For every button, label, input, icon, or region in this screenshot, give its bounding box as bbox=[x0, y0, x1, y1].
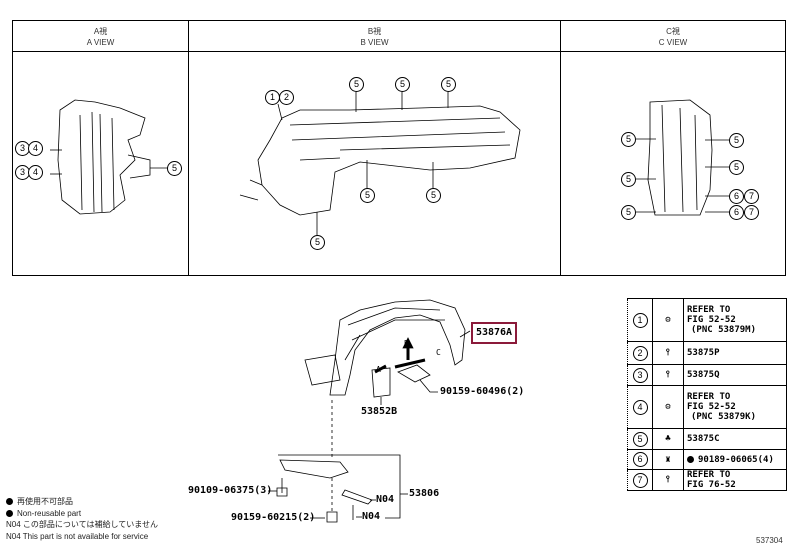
view-a-jp: A視 bbox=[93, 27, 108, 36]
non-reusable-icon bbox=[687, 455, 694, 463]
note-n04-en: N04 This part is not available for servi… bbox=[6, 531, 149, 541]
legend-notes: 再使用不可部品 Non-reusable part N04 この部品については補… bbox=[6, 496, 158, 542]
callout-7: 7 bbox=[744, 189, 759, 204]
part-number[interactable]: 53875C bbox=[683, 428, 787, 450]
note-n04-jp: N04 この部品については補給していません bbox=[6, 520, 159, 529]
callout-6: 6 bbox=[729, 205, 744, 220]
view-b-en: B VIEW bbox=[360, 38, 389, 47]
callout-5: 5 bbox=[441, 77, 456, 92]
c-view-liner-drawing bbox=[636, 99, 729, 216]
view-c-jp: C視 bbox=[666, 27, 680, 36]
views-panel: A視 A VIEW B視 B VIEW C視 C VIEW bbox=[12, 20, 786, 276]
callout-7: 7 bbox=[744, 205, 759, 220]
divider bbox=[188, 21, 189, 275]
callout-5: 5 bbox=[729, 133, 744, 148]
part-53806-label[interactable]: 53806 bbox=[409, 488, 440, 499]
clip-icon: ⚙ bbox=[652, 298, 684, 342]
callout-6: 6 bbox=[729, 189, 744, 204]
table-row: 2⫯53875P bbox=[627, 341, 787, 365]
a-view-liner-drawing bbox=[50, 99, 168, 215]
callout-5: 5 bbox=[621, 205, 636, 220]
view-header-a: A視 A VIEW bbox=[13, 21, 188, 52]
note-jp: 再使用不可部品 bbox=[17, 497, 73, 506]
direction-b-label: B bbox=[404, 339, 409, 348]
row-number: 7 bbox=[632, 472, 648, 488]
row-number: 2 bbox=[632, 345, 648, 361]
direction-c-label: C bbox=[436, 348, 441, 357]
n04-label: N04 bbox=[362, 511, 381, 522]
ref-line: REFER TO bbox=[687, 392, 731, 402]
clip-icon: ♣ bbox=[652, 428, 684, 450]
b-view-liner-drawing bbox=[239, 92, 521, 235]
part-53876A-link[interactable]: 53876A bbox=[471, 322, 517, 344]
row-number: 1 bbox=[632, 312, 648, 328]
callout-5: 5 bbox=[310, 235, 325, 250]
callout-5: 5 bbox=[167, 161, 182, 176]
ref-line: FIG 52-52 bbox=[687, 315, 736, 325]
table-row: 5♣53875C bbox=[627, 428, 787, 450]
table-row: 6 ♜ 90189-06065(4) bbox=[627, 449, 787, 470]
row-number: 5 bbox=[632, 431, 648, 447]
part-90159-60215-label[interactable]: 90159-60215(2) bbox=[231, 512, 316, 523]
figure-number: 537304 bbox=[756, 536, 783, 545]
ref-line: REFER TO bbox=[687, 305, 731, 315]
view-b-jp: B視 bbox=[367, 27, 382, 36]
ref-line: FIG 76-52 bbox=[687, 480, 736, 490]
view-c-en: C VIEW bbox=[658, 38, 688, 47]
row-number: 3 bbox=[632, 367, 648, 383]
callout-5: 5 bbox=[621, 132, 636, 147]
callout-5: 5 bbox=[621, 172, 636, 187]
callout-3: 3 bbox=[15, 141, 30, 156]
callout-5: 5 bbox=[349, 77, 364, 92]
n04-label: N04 bbox=[376, 494, 395, 505]
callout-2: 2 bbox=[279, 90, 294, 105]
part-53852B-label[interactable]: 53852B bbox=[361, 406, 398, 417]
ref-line: FIG 52-52 bbox=[687, 402, 736, 412]
part-number[interactable]: 53875P bbox=[683, 341, 787, 365]
part-90109-06375-label[interactable]: 90109-06375(3) bbox=[188, 485, 273, 496]
part-number[interactable]: 90189-06065(4) bbox=[683, 449, 787, 470]
table-row: 3⫯53875Q bbox=[627, 364, 787, 386]
callout-5: 5 bbox=[729, 160, 744, 175]
clip-icon: ⚙ bbox=[652, 385, 684, 429]
push-pin-icon: ⫯ bbox=[652, 469, 684, 491]
callout-5: 5 bbox=[360, 188, 375, 203]
view-header-c: C視 C VIEW bbox=[561, 21, 785, 52]
ref-line: REFER TO bbox=[687, 470, 731, 480]
row-number: 4 bbox=[632, 399, 648, 415]
main-liner-drawing bbox=[268, 299, 471, 523]
ref-line: (PNC 53879K) bbox=[691, 412, 757, 422]
push-pin-icon: ⫯ bbox=[652, 341, 684, 365]
callout-5: 5 bbox=[426, 188, 441, 203]
direction-a-label: A bbox=[376, 365, 381, 374]
callout-4: 4 bbox=[28, 165, 43, 180]
ref-line: (PNC 53879M) bbox=[691, 325, 757, 335]
view-a-en: A VIEW bbox=[86, 38, 115, 47]
callout-4: 4 bbox=[28, 141, 43, 156]
non-reusable-icon bbox=[6, 509, 13, 517]
note-en: Non-reusable part bbox=[17, 508, 82, 518]
row-number: 6 bbox=[632, 452, 648, 467]
callout-1: 1 bbox=[265, 90, 280, 105]
divider bbox=[560, 21, 561, 275]
part-number[interactable]: 53875Q bbox=[683, 364, 787, 386]
nut-icon: ♜ bbox=[652, 449, 684, 470]
view-header-b: B視 B VIEW bbox=[189, 21, 560, 52]
part-90159-60496-label[interactable]: 90159-60496(2) bbox=[440, 386, 525, 397]
non-reusable-icon bbox=[6, 498, 13, 505]
part-number-text: 90189-06065(4) bbox=[698, 454, 774, 465]
screw-grommet-icon: ⫯ bbox=[652, 364, 684, 386]
callout-5: 5 bbox=[395, 77, 410, 92]
